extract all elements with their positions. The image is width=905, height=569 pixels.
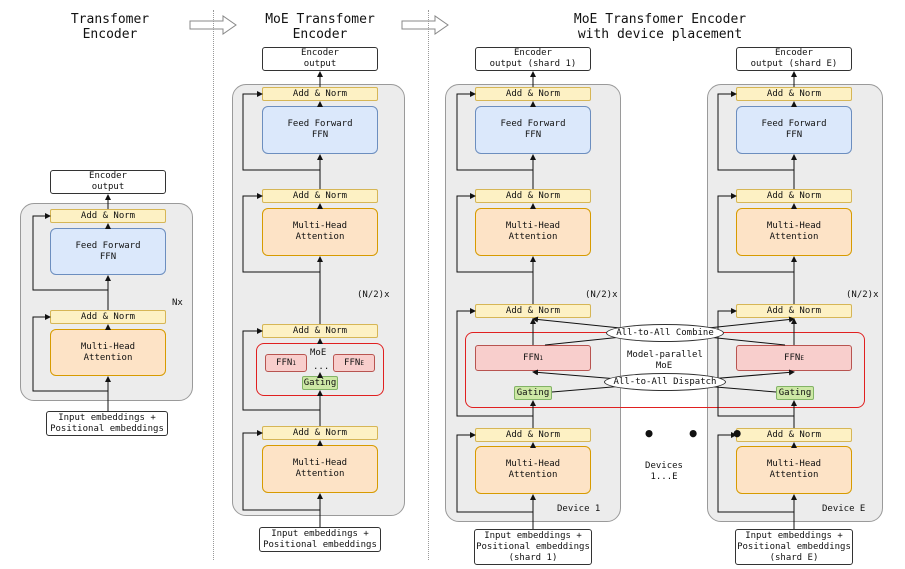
add-norm-box: Add & Norm <box>262 324 378 338</box>
add-norm-box: Add & Norm <box>475 87 591 101</box>
expert-subscript: 1 <box>539 354 543 362</box>
multi-head-attention-box: Multi-Head Attention <box>475 446 591 494</box>
separator-2 <box>428 10 429 560</box>
repeat-label: (N/2)x <box>357 290 390 300</box>
encoder-output-box: Encoder output <box>262 47 378 71</box>
expert-ffn-label: FFN <box>523 352 540 363</box>
title-moe-transformer-encoder: MoE Transfomer Encoder <box>265 12 375 42</box>
title-moe-device-placement: MoE Transfomer Encoder with device place… <box>573 12 747 42</box>
devices-label: Devices 1...E <box>645 461 683 482</box>
encoder-output-shard-1: Encoder output (shard 1) <box>475 47 591 71</box>
repeat-label: (N/2)x <box>585 290 618 300</box>
multi-head-attention-box: Multi-Head Attention <box>262 445 378 493</box>
expert-subscript: E <box>360 359 364 367</box>
multi-head-attention-box: Multi-Head Attention <box>475 208 591 256</box>
add-norm-box: Add & Norm <box>736 304 852 318</box>
devices-ellipsis: • • • <box>643 422 754 446</box>
gating-box: Gating <box>514 386 552 400</box>
all-to-all-combine-label: All-to-All Combine <box>606 324 724 342</box>
add-norm-box: Add & Norm <box>50 209 166 223</box>
multi-head-attention-box: Multi-Head Attention <box>50 329 166 376</box>
input-embeddings-box: Input embeddings + Positional embeddings <box>46 411 168 436</box>
expert-ffn-label: FFN <box>784 352 801 363</box>
expert-subscript: E <box>800 354 804 362</box>
encoder-output-box: Encoder output <box>50 170 166 194</box>
add-norm-box: Add & Norm <box>475 304 591 318</box>
feed-forward-box: Feed Forward FFN <box>475 106 591 154</box>
expert-ffn-label: FFN <box>344 357 361 368</box>
feed-forward-box: Feed Forward FFN <box>50 228 166 275</box>
repeat-label: Nx <box>172 298 183 308</box>
device-e-label: Device E <box>822 504 866 514</box>
expert-subscript: 1 <box>292 359 296 367</box>
all-to-all-dispatch-label: All-to-All Dispatch <box>604 373 726 391</box>
input-embeddings-box: Input embeddings + Positional embeddings <box>259 527 381 552</box>
input-embeddings-shard-1: Input embeddings + Positional embeddings… <box>474 529 592 565</box>
add-norm-box: Add & Norm <box>262 426 378 440</box>
multi-head-attention-box: Multi-Head Attention <box>736 446 852 494</box>
feed-forward-box: Feed Forward FFN <box>262 106 378 154</box>
gating-box: Gating <box>776 386 814 400</box>
add-norm-box: Add & Norm <box>50 310 166 324</box>
input-embeddings-shard-e: Input embeddings + Positional embeddings… <box>735 529 853 565</box>
repeat-label: (N/2)x <box>846 290 879 300</box>
add-norm-box: Add & Norm <box>736 87 852 101</box>
moe-label: MoE <box>310 348 327 358</box>
expert-ffn-label: FFN <box>276 357 293 368</box>
encoder-output-shard-e: Encoder output (shard E) <box>736 47 852 71</box>
device-1-label: Device 1 <box>557 504 601 514</box>
model-parallel-moe-label: Model-parallel MoE <box>627 350 703 371</box>
add-norm-box: Add & Norm <box>475 189 591 203</box>
expert-ellipsis: ... <box>313 362 330 372</box>
feed-forward-box: Feed Forward FFN <box>736 106 852 154</box>
add-norm-box: Add & Norm <box>475 428 591 442</box>
multi-head-attention-box: Multi-Head Attention <box>262 208 378 256</box>
add-norm-box: Add & Norm <box>262 87 378 101</box>
gating-box: Gating <box>302 376 338 390</box>
separator-1 <box>213 10 214 560</box>
add-norm-box: Add & Norm <box>262 189 378 203</box>
multi-head-attention-box: Multi-Head Attention <box>736 208 852 256</box>
add-norm-box: Add & Norm <box>736 428 852 442</box>
title-transformer-encoder: Transfomer Encoder <box>70 12 150 42</box>
add-norm-box: Add & Norm <box>736 189 852 203</box>
